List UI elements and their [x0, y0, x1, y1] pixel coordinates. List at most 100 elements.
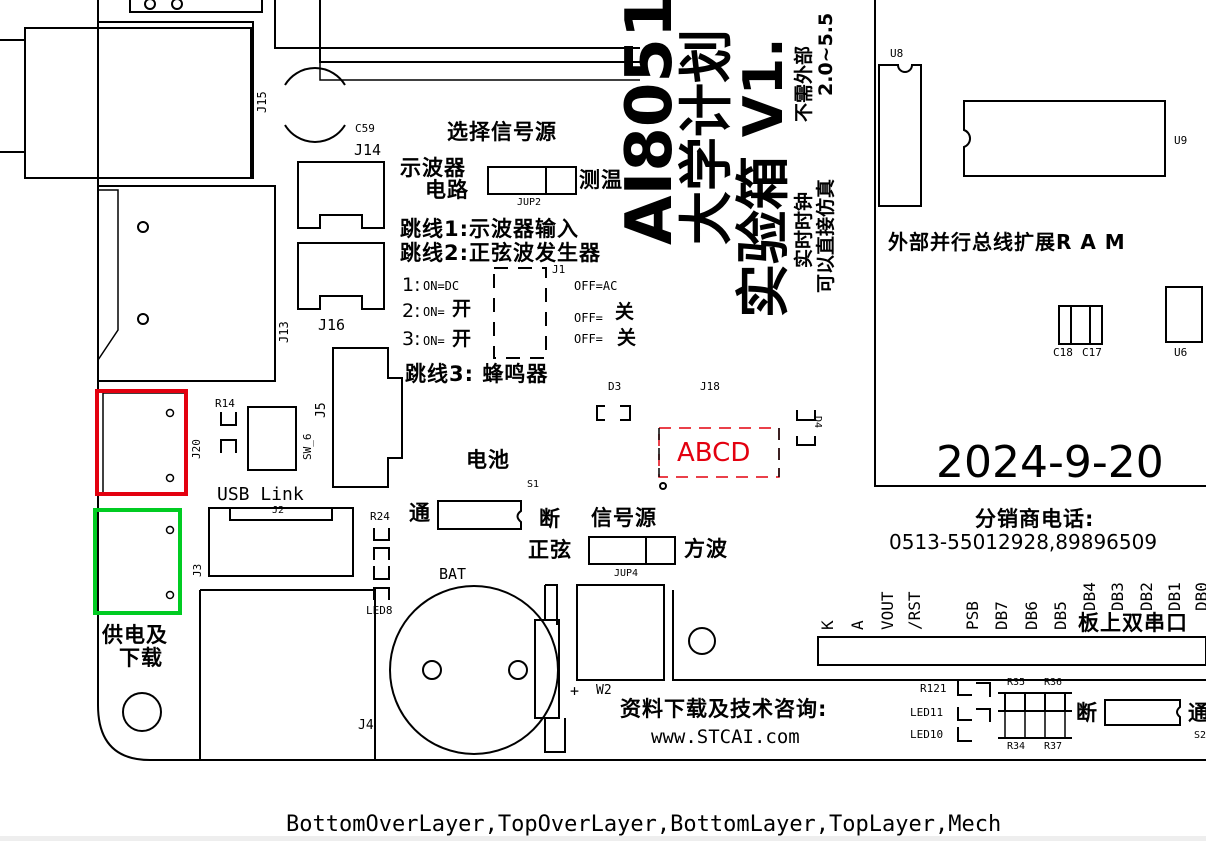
j1-row3-close: 关 [617, 327, 637, 349]
battery-holder [389, 585, 559, 755]
ref-r121: R121 [920, 682, 947, 695]
j1-row2-close: 关 [615, 301, 635, 323]
pin-db5: DB5 [1051, 601, 1070, 630]
pin-k: K [818, 620, 837, 630]
label-right-off: 断 [1076, 701, 1098, 725]
label-on: 通 [409, 501, 431, 525]
j2-outline [208, 507, 354, 577]
title-note-a: 不需外部 [793, 45, 815, 122]
label-dealer: 分销商电话: [975, 507, 1095, 531]
label-website: www.STCAI.com [651, 726, 800, 748]
pin-db3: DB3 [1108, 582, 1127, 611]
ref-r24: R24 [370, 510, 390, 523]
ref-u8: U8 [890, 47, 904, 60]
j14-outline [297, 161, 385, 229]
ref-j4: J4 [358, 718, 374, 733]
title-box: 实验箱 V1. [732, 37, 795, 318]
jup4-outline [588, 536, 676, 565]
j1-row2-off: OFF= [574, 311, 603, 325]
label-power-2: 下载 [119, 646, 163, 670]
pin-a: A [848, 620, 867, 630]
ref-j3: J3 [191, 563, 204, 577]
j1-row2-on: ON= [423, 305, 445, 319]
ref-c59: C59 [355, 122, 375, 135]
j1-outline [493, 267, 547, 359]
j1-row1-on: ON=DC [423, 279, 460, 293]
label-abcd: ABCD [677, 438, 751, 468]
ref-j15: J15 [255, 91, 269, 113]
highlight-box-red [95, 389, 188, 496]
label-right-on: 通 [1188, 701, 1206, 725]
ref-jup2: JUP2 [517, 197, 542, 208]
ref-j14: J14 [354, 141, 382, 159]
label-power-1: 供电及 [102, 623, 168, 647]
ref-j5: J5 [314, 402, 329, 418]
label-osc-line2: 电路 [425, 178, 469, 202]
ref-r35: R35 [1007, 677, 1026, 688]
pin-rst: /RST [905, 591, 924, 630]
mounting-hole [122, 692, 162, 732]
label-usb-link: USB Link [217, 484, 304, 505]
label-signal-source: 信号源 [591, 506, 657, 530]
j1-row3-open: 开 [452, 328, 472, 350]
ref-u6: U6 [1174, 346, 1188, 359]
label-temp: 测温 [579, 168, 623, 192]
label-bat: BAT [439, 565, 467, 583]
label-battery: 电池 [466, 448, 510, 472]
label-download: 资料下载及技术咨询: [620, 697, 828, 721]
label-select-source: 选择信号源 [447, 120, 557, 144]
pin-db1: DB1 [1165, 582, 1184, 611]
label-square: 方波 [684, 537, 728, 561]
label-board-dual: 板上双串口 [1078, 611, 1188, 635]
ref-j18: J18 [700, 380, 720, 393]
sw6-outline [247, 406, 297, 471]
ref-r37: R37 [1044, 741, 1063, 752]
title-note-c: 实时时钟 [793, 191, 815, 268]
ref-jup4: JUP4 [614, 568, 639, 579]
label-ext-ram: 外部并行总线扩展R A M [888, 230, 1126, 254]
j1-row3-off: OFF= [574, 332, 603, 346]
ref-d3: D3 [608, 380, 622, 393]
label-off: 断 [539, 507, 561, 531]
ref-j1: J1 [552, 263, 566, 276]
j1-row2-num: 2: [402, 300, 421, 322]
title-note-d: 可以直接仿真 [815, 178, 837, 293]
pin-db4: DB4 [1080, 582, 1099, 611]
ref-j20: J20 [190, 439, 203, 459]
ref-c18: C18 [1053, 346, 1073, 359]
pin-db2: DB2 [1137, 582, 1156, 611]
ref-u9: U9 [1174, 134, 1188, 147]
j1-row1-off: OFF=AC [574, 279, 618, 293]
ref-r34: R34 [1007, 741, 1026, 752]
ref-plus: + [570, 682, 580, 700]
board-edge [97, 0, 1206, 761]
ref-w2: W2 [596, 683, 612, 698]
j1-row3-num: 3: [402, 328, 421, 350]
label-sine: 正弦 [528, 538, 572, 562]
j1-row1-num: 1: [402, 274, 421, 296]
label-jump1: 跳线1:示波器输入 [400, 217, 580, 241]
ref-s2: S2 [1194, 730, 1206, 741]
ref-led10: LED10 [910, 728, 944, 741]
j13-outline [98, 185, 276, 382]
ref-r36: R36 [1044, 677, 1063, 688]
jup2-outline [487, 166, 577, 195]
pin-db0: DB0 [1192, 582, 1206, 611]
highlight-box-green [93, 508, 182, 615]
w2-outline [576, 584, 665, 681]
ref-j2: J2 [272, 505, 285, 516]
label-phone: 0513-55012928,89896509 [889, 530, 1158, 554]
pin-db7: DB7 [992, 601, 1011, 630]
u9-outline [963, 100, 1166, 177]
u8-outline [878, 64, 922, 207]
j1-row2-open: 开 [452, 298, 472, 320]
title-note-b: 2.0~5.5 [815, 12, 837, 96]
layer-footer: BottomOverLayer,TopOverLayer,BottomLayer… [0, 806, 1206, 841]
pin-db6: DB6 [1022, 601, 1041, 630]
ref-led8: LED8 [366, 604, 393, 617]
ref-j13: J13 [277, 321, 291, 343]
title-product: AI8051U [613, 0, 687, 245]
j15-jack [24, 27, 252, 179]
